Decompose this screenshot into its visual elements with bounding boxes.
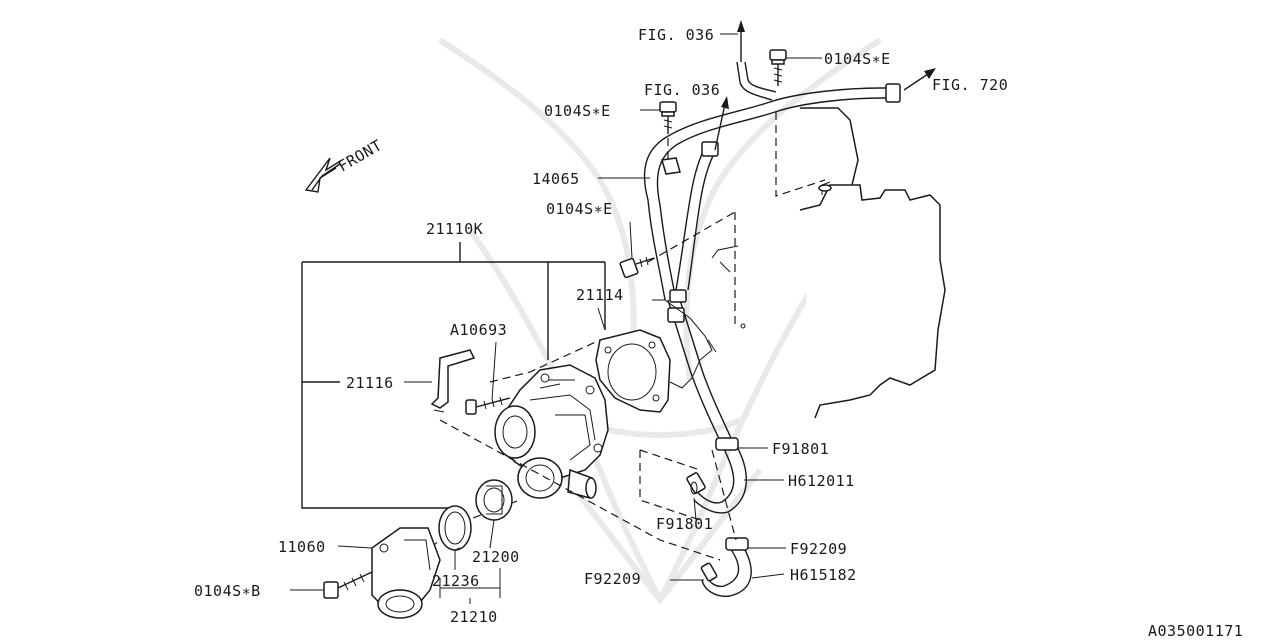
label-0104s-e-mid: 0104S∗E <box>546 200 613 218</box>
label-f92209-left: F92209 <box>584 570 641 588</box>
label-f91801-bot: F91801 <box>656 515 713 533</box>
bolt-0104s-b <box>323 571 373 599</box>
bolt-0104s-e-left <box>659 101 677 134</box>
label-0104s-e-top: 0104S∗E <box>824 50 891 68</box>
diagram-id: A035001171 <box>1148 622 1243 640</box>
gasket-21114 <box>595 329 671 413</box>
gasket-21116 <box>430 349 476 413</box>
label-fig-036-top: FIG. 036 <box>638 26 714 44</box>
label-0104s-b: 0104S∗B <box>194 582 261 600</box>
label-a10693: A10693 <box>450 321 507 339</box>
front-arrow <box>304 157 343 193</box>
hose-h615182 <box>700 537 752 597</box>
thermostat-21200 <box>475 479 513 521</box>
label-11060: 11060 <box>278 538 326 556</box>
hose-h612011 <box>686 437 747 514</box>
label-14065: 14065 <box>532 170 580 188</box>
bolt-0104s-e-mid <box>619 256 655 279</box>
label-0104s-e-left: 0104S∗E <box>544 102 611 120</box>
label-f92209-right: F92209 <box>790 540 847 558</box>
label-fig-036-mid: FIG. 036 <box>644 81 720 99</box>
label-21200: 21200 <box>472 548 520 566</box>
label-fig-720: FIG. 720 <box>932 76 1008 94</box>
label-front: FRONT <box>335 136 385 175</box>
label-h612011: H612011 <box>788 472 855 490</box>
bolt-0104s-e-top <box>769 49 787 86</box>
label-f91801-top: F91801 <box>772 440 829 458</box>
label-21116: 21116 <box>346 374 394 392</box>
label-h615182: H615182 <box>790 566 857 584</box>
label-21110k: 21110K <box>426 220 483 238</box>
water-pump-body <box>494 364 609 499</box>
engine-block <box>799 107 946 419</box>
hose-fig036-mid <box>675 141 719 291</box>
gasket-ring-21236 <box>438 505 472 551</box>
bolt-a10693 <box>465 396 511 415</box>
label-21236: 21236 <box>432 572 480 590</box>
thermostat-cover-11060 <box>371 527 441 619</box>
label-21210: 21210 <box>450 608 498 626</box>
leader-lines <box>290 33 822 604</box>
label-21114: 21114 <box>576 286 624 304</box>
